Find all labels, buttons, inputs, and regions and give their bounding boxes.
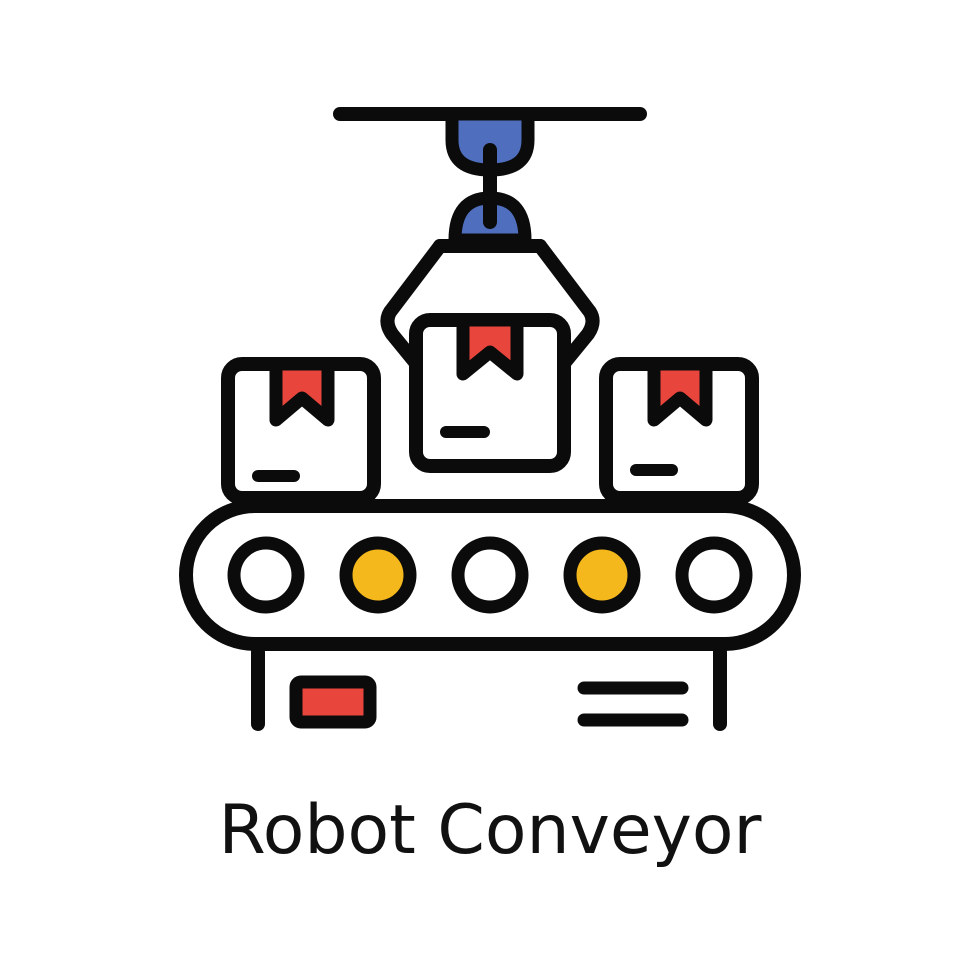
roller-1	[227, 536, 305, 614]
roller-5	[675, 536, 753, 614]
claw-gripper	[380, 239, 600, 385]
left-box-tape	[269, 357, 335, 427]
roller-3	[451, 536, 529, 614]
held-box-tape	[456, 313, 524, 381]
roller-4	[563, 536, 641, 614]
right-box-tape	[647, 357, 713, 427]
control-panel	[289, 675, 377, 729]
icon-caption: Robot Conveyor	[218, 791, 762, 870]
roller-2	[339, 536, 417, 614]
